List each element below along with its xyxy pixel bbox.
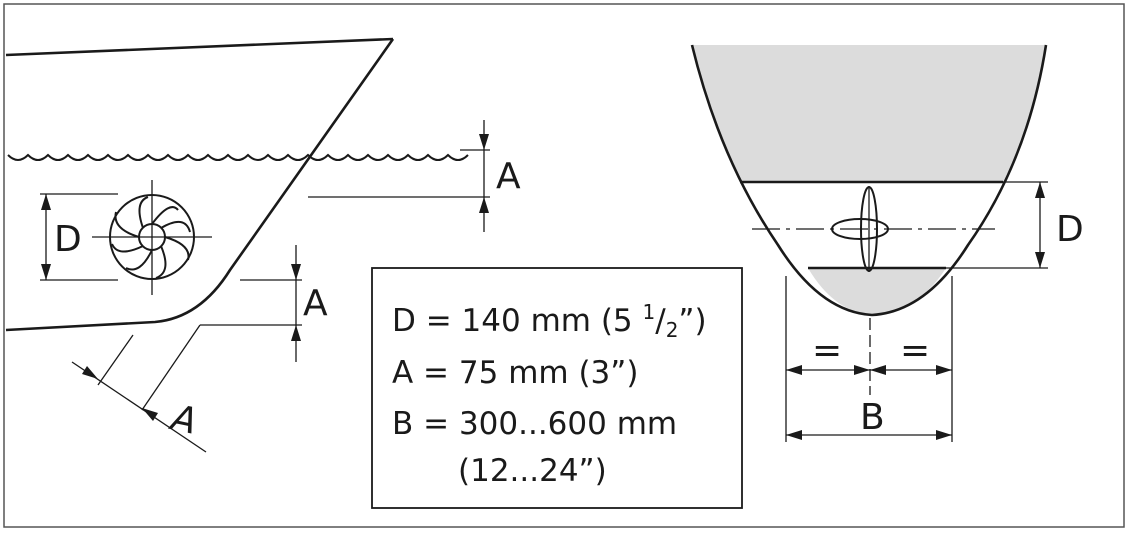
angled-extension-2 (141, 324, 201, 411)
a-bottom-arrow-down (291, 264, 301, 280)
equal-arrow-left-inner (854, 365, 870, 375)
d-side-label: D (54, 219, 82, 260)
a-bottom-arrow-up (291, 325, 301, 341)
waterline-waves (7, 153, 469, 161)
spec-b: B = 300...600 mm (392, 406, 677, 442)
b-arrow-left (786, 430, 802, 440)
equal-left-label: = (812, 330, 842, 371)
propeller-side-view (92, 180, 212, 295)
diagram-frame (3, 3, 1125, 528)
d-side-arrow-bottom (41, 264, 51, 280)
front-hull-lower-fill (808, 268, 946, 315)
a-bottom-label: A (303, 283, 328, 324)
a-top-arrow-up (479, 197, 489, 213)
d-side-arrow-top (41, 194, 51, 210)
d-front-arrow-bottom (1035, 252, 1045, 268)
front-hull-outline (690, 44, 1048, 317)
front-hull-upper-fill (692, 45, 1046, 182)
d-front-label: D (1056, 209, 1084, 250)
equal-arrow-right-outer (936, 365, 952, 375)
b-front-label: B (860, 397, 885, 438)
spec-box-frame (371, 267, 743, 509)
b-arrow-right (936, 430, 952, 440)
spec-a: A = 75 mm (3”) (392, 355, 638, 391)
spec-box: D = 140 mm (5 1/2”) A = 75 mm (3”) B = 3… (371, 267, 743, 509)
a-top-arrow-down (479, 134, 489, 150)
a-top-label: A (496, 156, 521, 197)
side-view: A D (5, 37, 521, 453)
angled-extension-1 (97, 334, 134, 386)
spec-b-imperial: (12...24”) (458, 453, 607, 489)
equal-arrow-right-inner (870, 365, 886, 375)
propeller-front-view (831, 186, 889, 272)
angled-arrow-1 (82, 366, 98, 379)
d-front-arrow-top (1035, 182, 1045, 198)
equal-right-label: = (900, 330, 930, 371)
front-view: D = = B (690, 44, 1084, 442)
spec-d: D = 140 mm (5 1/2”) (392, 300, 707, 342)
side-hull-bow-line (5, 38, 395, 332)
a-angled-label: A (166, 397, 201, 443)
equal-arrow-left-outer (786, 365, 802, 375)
side-hull-deck-line (5, 37, 394, 57)
angled-arrow-2 (142, 408, 158, 421)
